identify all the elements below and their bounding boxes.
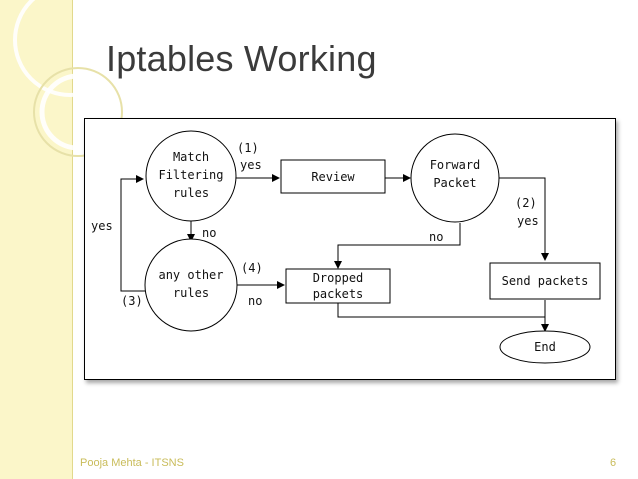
label-step-1: (1) bbox=[237, 141, 259, 155]
diagram-canvas: Match Filtering rules Review Forward Pac… bbox=[91, 130, 601, 364]
edge-dropped-end bbox=[337, 302, 545, 318]
node-forward-packet bbox=[410, 133, 500, 223]
node-match-text-1: Match bbox=[173, 150, 209, 164]
node-dropped-text-2: packets bbox=[313, 287, 364, 301]
label-step-4: (4) bbox=[241, 261, 263, 275]
node-match-text-3: rules bbox=[173, 186, 209, 200]
iptables-flow-diagram: Match Filtering rules Review Forward Pac… bbox=[84, 118, 616, 380]
label-yes-1: yes bbox=[240, 158, 262, 172]
node-forward-text-2: Packet bbox=[433, 176, 476, 190]
edge-forward-send bbox=[496, 177, 549, 261]
node-send-packets bbox=[489, 262, 601, 300]
footer-author: Pooja Mehta - ITSNS bbox=[80, 457, 184, 469]
label-step-2: (2) bbox=[515, 196, 537, 210]
page-number: 6 bbox=[610, 457, 617, 469]
edge-other-match-loop bbox=[120, 175, 145, 292]
node-end-text: End bbox=[534, 340, 556, 354]
node-forward-text-1: Forward bbox=[430, 158, 481, 172]
label-yes-2: yes bbox=[517, 214, 539, 228]
node-review-text: Review bbox=[311, 170, 355, 184]
node-match-text-2: Filtering bbox=[158, 168, 223, 182]
label-no-forward: no bbox=[429, 230, 443, 244]
band-divider bbox=[72, 0, 73, 479]
label-no-other: no bbox=[248, 294, 262, 308]
edge-forward-dropped bbox=[334, 223, 461, 269]
node-match-filtering bbox=[145, 130, 237, 222]
connector-lines bbox=[120, 174, 549, 332]
node-end bbox=[499, 330, 591, 364]
label-yes-left: yes bbox=[91, 219, 113, 233]
node-other-text-1: any other bbox=[158, 268, 223, 282]
node-send-text: Send packets bbox=[502, 274, 589, 288]
label-step-3: (3) bbox=[121, 294, 143, 308]
node-review bbox=[280, 159, 386, 194]
node-any-other-rules bbox=[144, 238, 238, 332]
node-dropped-packets bbox=[285, 268, 391, 304]
slide-title: Iptables Working bbox=[106, 38, 377, 79]
decorative-circles bbox=[13, 0, 127, 157]
node-other-text-2: rules bbox=[173, 286, 209, 300]
node-dropped-text-1: Dropped bbox=[313, 271, 364, 285]
label-no-match: no bbox=[202, 226, 216, 240]
